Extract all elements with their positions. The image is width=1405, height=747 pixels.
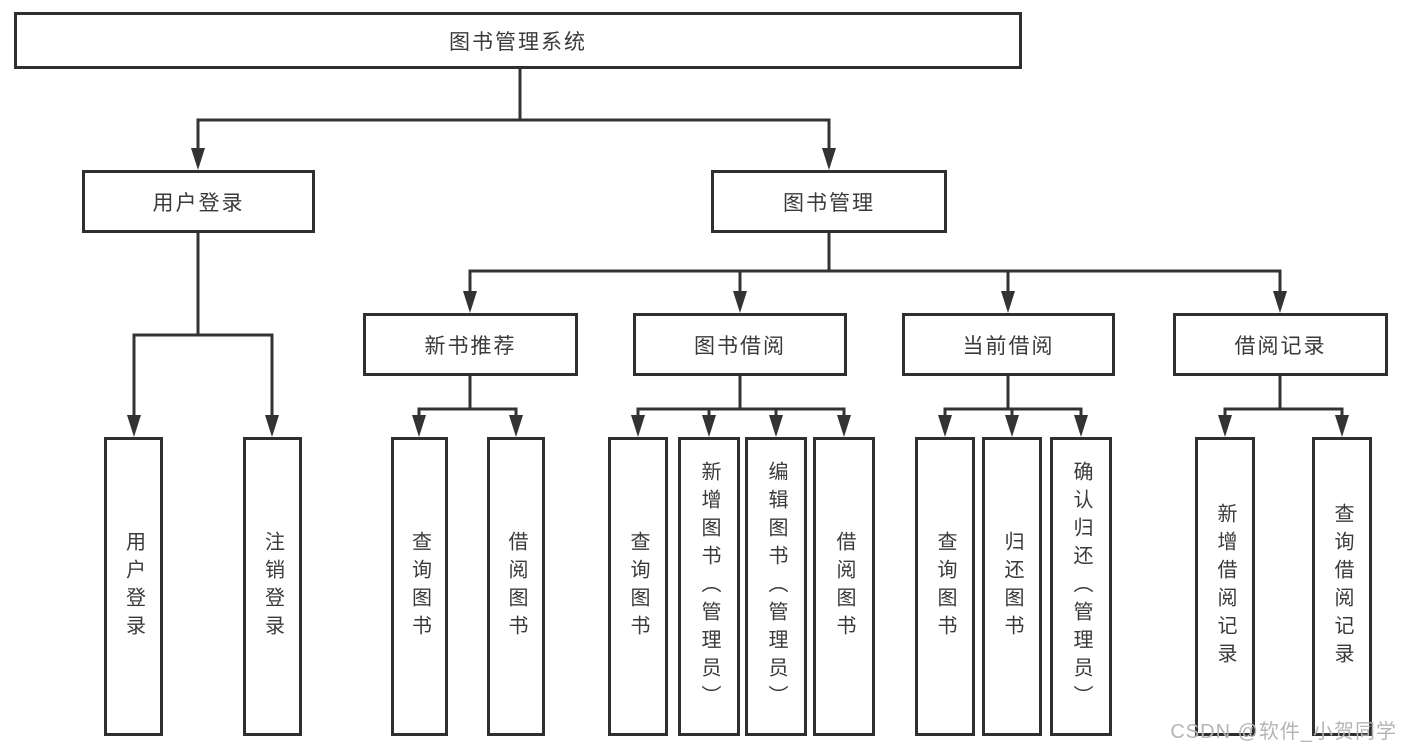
arrow-down-icon xyxy=(191,148,205,170)
node-leaf-confirm-return-admin: 确认归还（管理员） xyxy=(1050,437,1112,736)
connector-bookborrow-to-children xyxy=(636,376,846,421)
node-book-management-label: 图书管理 xyxy=(783,191,875,215)
node-leaf-add-borrow-record-label: 新增借阅记录 xyxy=(1214,502,1236,671)
node-leaf-add-borrow-record: 新增借阅记录 xyxy=(1195,437,1255,736)
arrow-down-icon xyxy=(1074,415,1088,437)
node-leaf-add-book-admin: 新增图书（管理员） xyxy=(678,437,740,736)
connector-root-to-level2 xyxy=(196,69,831,152)
arrow-down-icon xyxy=(769,415,783,437)
node-current-borrowing: 当前借阅 xyxy=(902,313,1115,376)
node-leaf-user-login: 用户登录 xyxy=(104,437,163,736)
arrow-down-icon xyxy=(631,415,645,437)
node-leaf-query-book-3-label: 查询图书 xyxy=(934,530,956,643)
node-leaf-borrow-book-2-label: 借阅图书 xyxy=(833,530,855,643)
node-leaf-confirm-return-admin-label: 确认归还（管理员） xyxy=(1070,460,1092,713)
node-leaf-query-borrow-record-label: 查询借阅记录 xyxy=(1331,502,1353,671)
node-leaf-query-book-1: 查询图书 xyxy=(391,437,448,736)
node-leaf-borrow-book-2: 借阅图书 xyxy=(813,437,875,736)
connector-currentborrow-to-children xyxy=(943,376,1083,421)
arrow-down-icon xyxy=(1005,415,1019,437)
arrow-down-icon xyxy=(702,415,716,437)
node-leaf-return-book-label: 归还图书 xyxy=(1001,530,1023,643)
arrow-down-icon xyxy=(463,291,477,313)
arrow-down-icon xyxy=(1001,291,1015,313)
node-user-login: 用户登录 xyxy=(82,170,315,233)
connector-newbookrec-to-children xyxy=(417,376,518,421)
connector-userlogin-to-children xyxy=(132,233,274,419)
node-book-borrowing: 图书借阅 xyxy=(633,313,847,376)
node-leaf-logout-label: 注销登录 xyxy=(261,530,284,643)
node-leaf-return-book: 归还图书 xyxy=(982,437,1042,736)
arrow-down-icon xyxy=(1335,415,1349,437)
node-current-borrowing-label: 当前借阅 xyxy=(962,334,1055,358)
node-leaf-edit-book-admin-label: 编辑图书（管理员） xyxy=(765,460,787,713)
node-leaf-query-book-2-label: 查询图书 xyxy=(627,530,649,643)
node-leaf-query-book-2: 查询图书 xyxy=(608,437,668,736)
arrow-down-icon xyxy=(822,148,836,170)
node-borrowing-records: 借阅记录 xyxy=(1173,313,1388,376)
node-leaf-add-book-admin-label: 新增图书（管理员） xyxy=(698,460,720,713)
connector-borrowrecords-to-children xyxy=(1223,376,1344,421)
node-library-management-system-label: 图书管理系统 xyxy=(449,30,587,54)
node-new-book-recommendation: 新书推荐 xyxy=(363,313,578,376)
node-library-management-system: 图书管理系统 xyxy=(14,12,1022,69)
node-book-management: 图书管理 xyxy=(711,170,947,233)
arrow-down-icon xyxy=(1218,415,1232,437)
node-new-book-recommendation-label: 新书推荐 xyxy=(424,334,517,358)
arrow-down-icon xyxy=(127,415,141,437)
arrow-down-icon xyxy=(733,291,747,313)
node-user-login-label: 用户登录 xyxy=(152,191,245,215)
node-leaf-user-login-label: 用户登录 xyxy=(122,530,145,643)
node-borrowing-records-label: 借阅记录 xyxy=(1234,334,1327,358)
node-leaf-query-book-1-label: 查询图书 xyxy=(408,530,431,643)
node-leaf-borrow-book-1: 借阅图书 xyxy=(487,437,545,736)
arrow-down-icon xyxy=(509,415,523,437)
arrow-down-icon xyxy=(837,415,851,437)
arrowheads xyxy=(127,148,1349,437)
node-book-borrowing-label: 图书借阅 xyxy=(694,334,786,358)
arrow-down-icon xyxy=(265,415,279,437)
node-leaf-borrow-book-1-label: 借阅图书 xyxy=(505,530,527,643)
node-leaf-logout: 注销登录 xyxy=(243,437,302,736)
node-leaf-query-borrow-record: 查询借阅记录 xyxy=(1312,437,1372,736)
connector-bookmgmt-to-categories xyxy=(468,233,1282,295)
arrow-down-icon xyxy=(938,415,952,437)
node-leaf-edit-book-admin: 编辑图书（管理员） xyxy=(745,437,807,736)
arrow-down-icon xyxy=(412,415,426,437)
csdn-watermark: CSDN @软件_小贺同学 xyxy=(1170,721,1397,743)
node-leaf-query-book-3: 查询图书 xyxy=(915,437,975,736)
arrow-down-icon xyxy=(1273,291,1287,313)
